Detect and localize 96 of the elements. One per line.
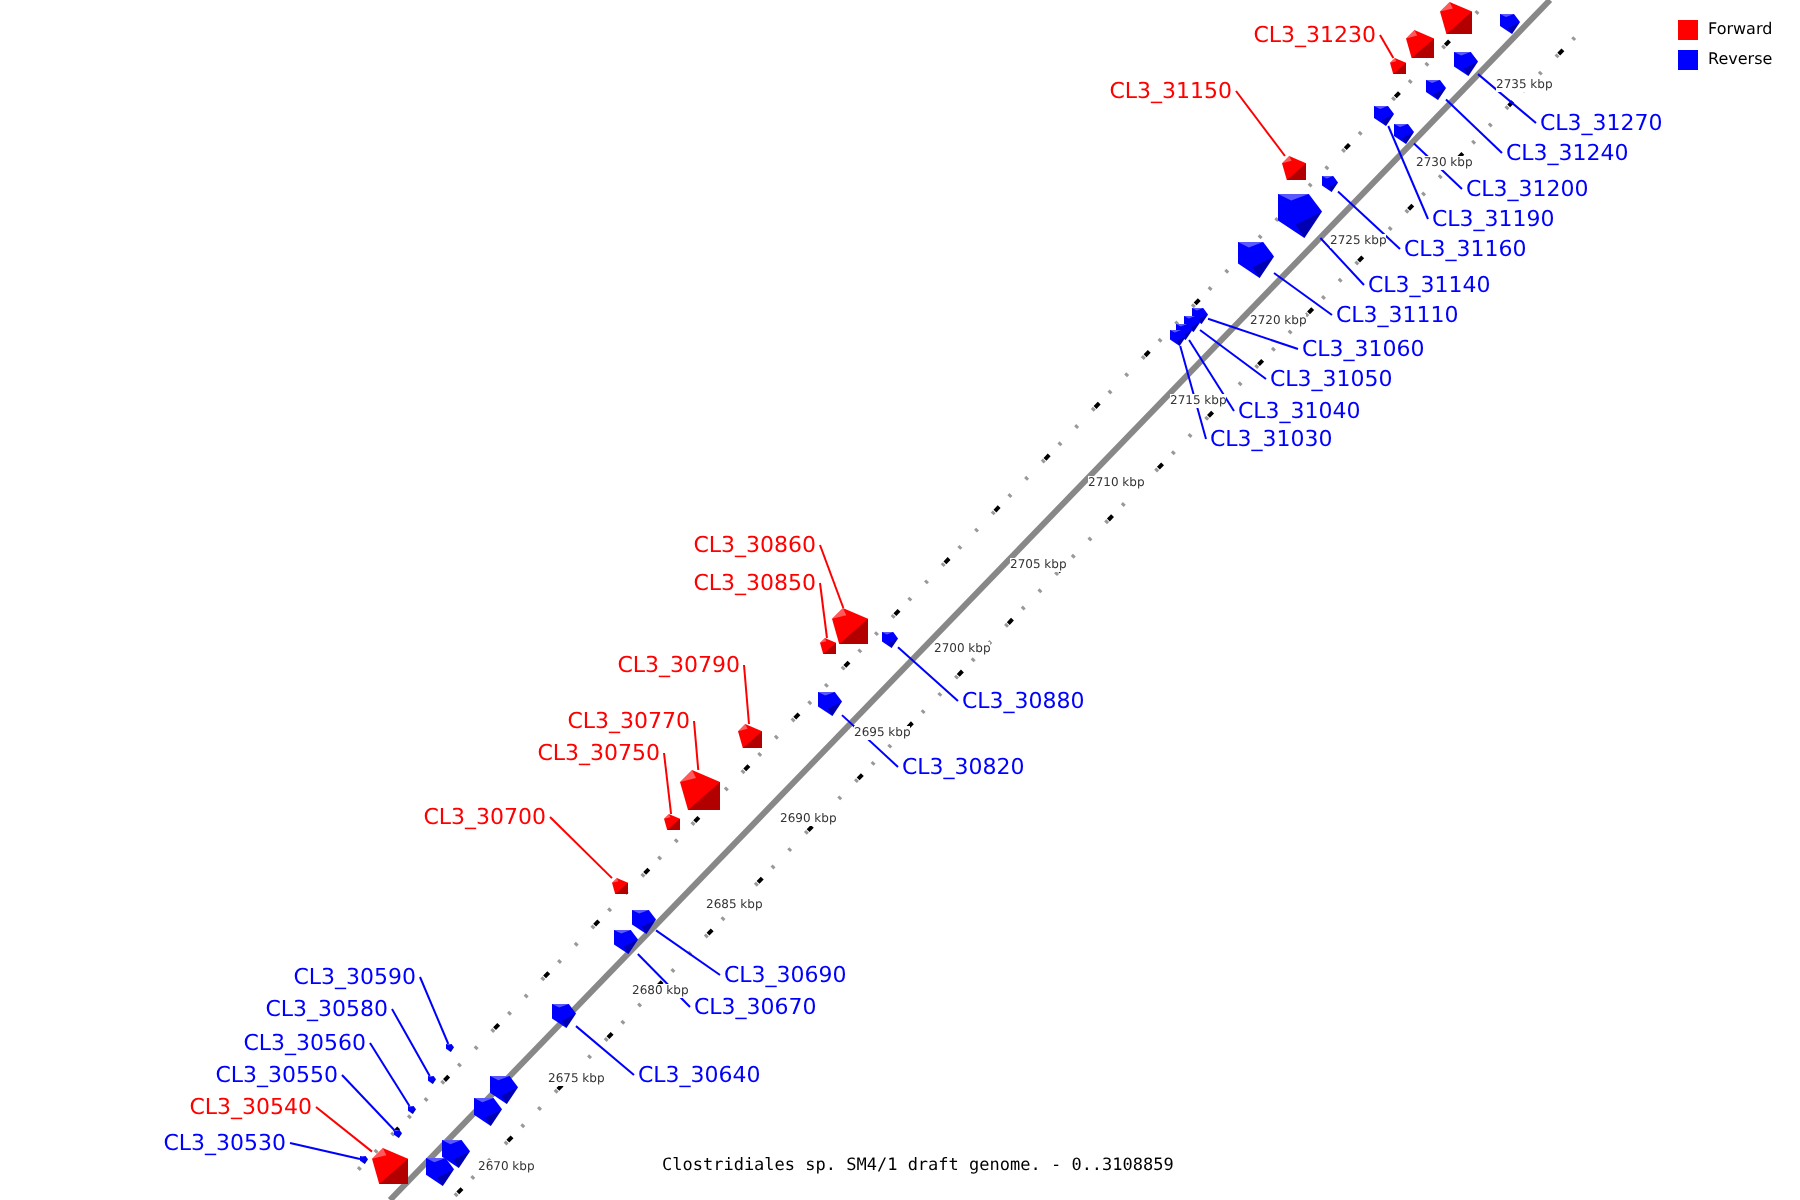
gene-block xyxy=(1282,156,1306,180)
gene-label: CL3_31030 xyxy=(1210,426,1333,452)
legend-label: Reverse xyxy=(1708,50,1773,70)
leader-line xyxy=(1207,317,1299,350)
gene-label: CL3_31150 xyxy=(1109,78,1232,104)
leader-line xyxy=(1199,328,1267,380)
leader-line xyxy=(315,1106,373,1153)
gene-label: CL3_30670 xyxy=(694,994,817,1020)
leader-line xyxy=(663,752,673,815)
gene-block xyxy=(1390,58,1406,74)
gene-block xyxy=(1454,52,1478,76)
leader-line xyxy=(819,582,828,639)
leader-line xyxy=(1445,98,1503,154)
leader-line xyxy=(391,1008,431,1077)
gene-block xyxy=(446,1044,454,1052)
gene-label: CL3_30560 xyxy=(243,1030,366,1056)
leader-line xyxy=(289,1142,361,1161)
gene-label: CL3_30880 xyxy=(962,688,1085,714)
gene-block xyxy=(552,1004,576,1028)
leader-line xyxy=(369,1042,411,1107)
leader-line xyxy=(549,816,613,880)
gene-label: CL3_30770 xyxy=(567,708,690,734)
gene-label: CL3_30860 xyxy=(693,532,816,558)
gene-label: CL3_31140 xyxy=(1368,272,1491,298)
gene-block xyxy=(442,1140,470,1168)
leader-line xyxy=(419,976,450,1045)
leader-line xyxy=(693,720,700,771)
gene-block xyxy=(372,1148,408,1184)
leader-line xyxy=(1387,125,1429,220)
leader-line xyxy=(341,1074,396,1131)
gene-block xyxy=(738,724,762,748)
gene-block xyxy=(474,1098,502,1126)
gene-label: CL3_31230 xyxy=(1253,22,1376,48)
gene-block xyxy=(818,692,842,716)
gene-block xyxy=(1184,316,1200,332)
gene-label: CL3_30850 xyxy=(693,570,816,596)
gene-label: CL3_31050 xyxy=(1270,366,1393,392)
gene-block xyxy=(1500,14,1520,34)
gene-block xyxy=(1278,194,1322,238)
gene-label: CL3_31240 xyxy=(1506,140,1629,166)
leader-line xyxy=(1337,190,1401,250)
gene-label: CL3_31040 xyxy=(1238,398,1361,424)
gene-label: CL3_30590 xyxy=(293,964,416,990)
gene-block xyxy=(632,910,656,934)
gene-block xyxy=(1322,176,1338,192)
leader-line xyxy=(1188,339,1235,412)
gene-label: CL3_30550 xyxy=(215,1062,338,1088)
gene-label: CL3_30750 xyxy=(537,740,660,766)
gene-label: CL3_31060 xyxy=(1302,336,1425,362)
leader-line xyxy=(1179,345,1207,440)
gene-label: CL3_30530 xyxy=(163,1130,286,1156)
leader-line xyxy=(655,929,721,976)
leader-line xyxy=(1379,34,1395,59)
leader-line xyxy=(1319,237,1365,286)
gene-block xyxy=(426,1158,454,1186)
gene-label: CL3_31270 xyxy=(1540,110,1663,136)
leader-line xyxy=(819,544,845,609)
gene-block xyxy=(1374,106,1394,126)
leader-line xyxy=(743,664,750,725)
gene-block xyxy=(490,1076,518,1104)
gene-block xyxy=(1192,308,1208,324)
gene-block xyxy=(1426,80,1446,100)
gene-label: CL3_30820 xyxy=(902,754,1025,780)
gene-label: CL3_30700 xyxy=(423,804,546,830)
gene-block xyxy=(882,632,898,648)
gene-block xyxy=(680,770,720,810)
gene-block xyxy=(832,608,868,644)
gene-block xyxy=(408,1106,416,1114)
gene-block xyxy=(664,814,680,830)
gene-label: CL3_31110 xyxy=(1336,302,1459,328)
gene-label: CL3_30690 xyxy=(724,962,847,988)
gene-block xyxy=(614,930,638,954)
gene-label: CL3_31160 xyxy=(1404,236,1527,262)
gene-block xyxy=(1406,30,1434,58)
gene-block xyxy=(394,1130,402,1138)
leader-line xyxy=(897,646,959,702)
gene-block xyxy=(1440,2,1472,34)
gene-label: CL3_30790 xyxy=(617,652,740,678)
gene-label: CL3_31190 xyxy=(1432,206,1555,232)
gene-block xyxy=(1238,242,1274,278)
leader-line xyxy=(575,1025,635,1076)
gene-block xyxy=(1394,124,1414,144)
gene-label: CL3_31200 xyxy=(1466,176,1589,202)
gene-label: CL3_30640 xyxy=(638,1062,761,1088)
legend-label: Forward xyxy=(1708,20,1773,40)
leader-line xyxy=(1273,272,1333,316)
gene-block xyxy=(360,1156,368,1164)
gene-block xyxy=(820,638,836,654)
leader-line xyxy=(1235,90,1286,157)
gene-block xyxy=(1170,330,1186,346)
leader-line xyxy=(1477,73,1537,124)
gene-block xyxy=(612,878,628,894)
caption: Clostridiales sp. SM4/1 draft genome. - 0..3108859 xyxy=(662,1156,1174,1176)
gene-label: CL3_30580 xyxy=(265,996,388,1022)
gene-block xyxy=(428,1076,436,1084)
gene-label: CL3_30540 xyxy=(189,1094,312,1120)
